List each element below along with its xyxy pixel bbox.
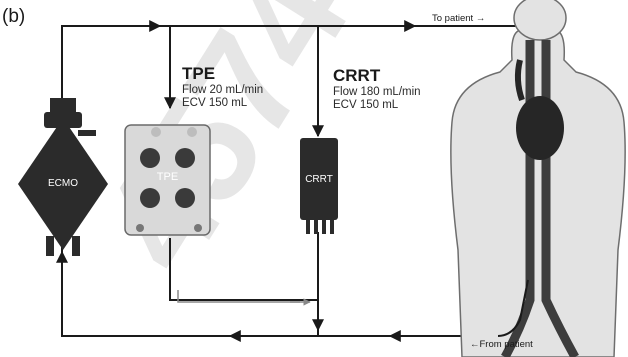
tpe-info: TPE Flow 20 mL/min ECV 150 mL: [182, 64, 263, 110]
crrt-flow: Flow 180 mL/min: [333, 86, 421, 99]
crrt-ecv: ECV 150 mL: [333, 99, 421, 112]
from-patient-label: ←From patient: [470, 340, 533, 351]
patient-body: [451, 0, 625, 357]
crrt-device-label: CRRT: [300, 174, 338, 185]
crrt-device: [300, 138, 338, 234]
tpe-device-label: TPE: [140, 171, 195, 183]
tpe-return-line: [170, 238, 318, 300]
tpe-ecv: ECV 150 mL: [182, 97, 263, 110]
patient-head: [514, 0, 566, 40]
patient-torso: [451, 30, 625, 357]
heart-icon: [516, 96, 564, 160]
ecmo-outflow-line: [62, 26, 520, 118]
tpe-heading: TPE: [182, 64, 263, 84]
panel-label: (b): [2, 6, 25, 28]
crrt-info: CRRT Flow 180 mL/min ECV 150 mL: [333, 66, 421, 112]
to-patient-label: To patient →: [432, 14, 485, 25]
return-bottom-line: [62, 245, 490, 336]
tpe-flow: Flow 20 mL/min: [182, 84, 263, 97]
crrt-heading: CRRT: [333, 66, 421, 86]
ecmo-label: ECMO: [33, 178, 93, 189]
ecmo-device: [18, 98, 108, 256]
